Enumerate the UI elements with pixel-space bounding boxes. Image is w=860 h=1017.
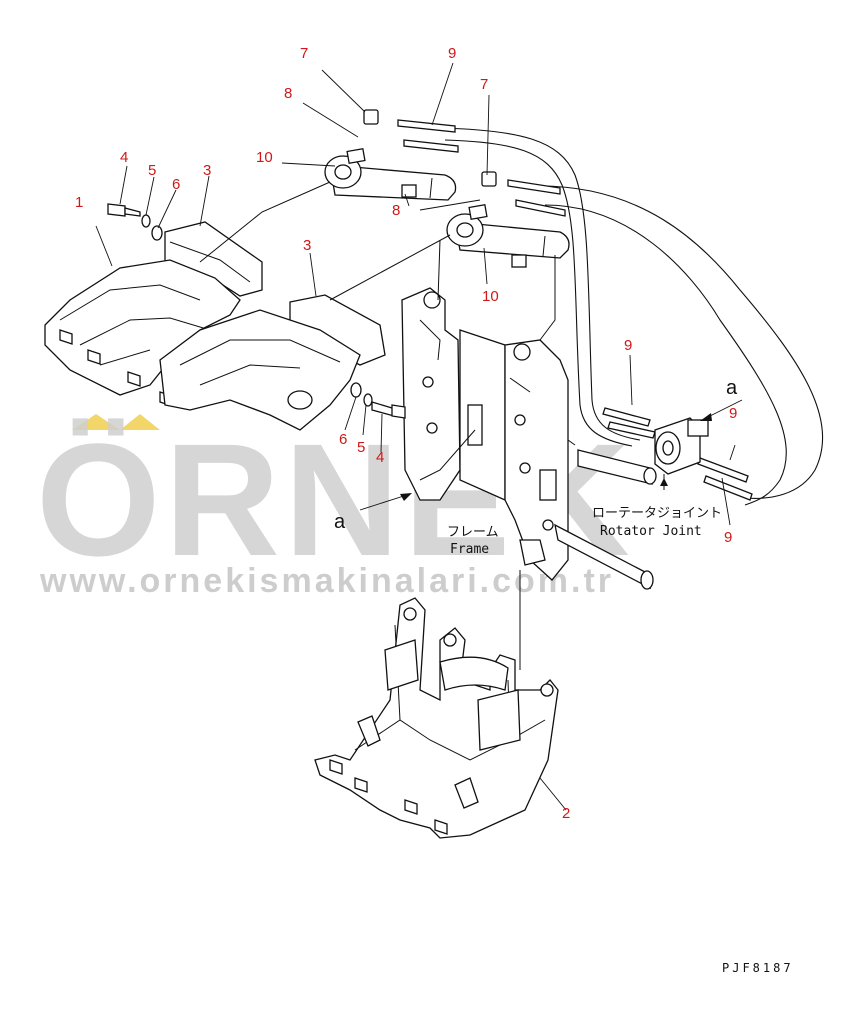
watermark-accent-right xyxy=(120,414,160,430)
callout-8: 8 xyxy=(392,202,400,219)
frame-label-en: Frame xyxy=(450,542,489,557)
watermark-url: www.ornekismakinalari.com.tr xyxy=(39,562,614,600)
hose-fittings xyxy=(363,109,753,501)
labels: a a ローテータジョイント Rotator Joint フレーム Frame … xyxy=(334,377,794,975)
rotator-joint-label-jp: ローテータジョイント xyxy=(592,506,722,521)
callout-7: 7 xyxy=(480,76,488,93)
hydraulic-hoses xyxy=(439,127,824,506)
callout-6: 6 xyxy=(339,431,347,448)
callout-9: 9 xyxy=(624,337,632,354)
pins xyxy=(554,449,657,590)
watermark-accent-left xyxy=(72,414,120,430)
callout-5: 5 xyxy=(148,162,156,179)
frame xyxy=(401,287,569,581)
bolts-washers xyxy=(107,203,406,419)
callout-10: 10 xyxy=(482,288,499,305)
assembly-lines xyxy=(199,181,576,670)
frame-label-jp: フレーム xyxy=(447,525,499,540)
callout-1: 1 xyxy=(75,194,83,211)
callout-9: 9 xyxy=(448,45,456,62)
hydraulic-cylinder-upper xyxy=(324,147,457,201)
callout-9: 9 xyxy=(729,405,737,422)
lower-shoe xyxy=(314,597,559,839)
callout-6: 6 xyxy=(172,176,180,193)
callout-7: 7 xyxy=(300,45,308,62)
rotator-joint xyxy=(654,417,709,490)
callout-8: 8 xyxy=(284,85,292,102)
callout-5: 5 xyxy=(357,439,365,456)
leader-lines xyxy=(95,62,743,811)
view-arrow-label-a: a xyxy=(334,511,346,533)
upper-shoe-assembly xyxy=(44,221,386,431)
callout-4: 4 xyxy=(376,449,384,466)
rotator-joint-label-en: Rotator Joint xyxy=(600,524,702,539)
callout-3: 3 xyxy=(303,237,311,254)
drawing-code: PJF8187 xyxy=(722,961,794,975)
callout-10: 10 xyxy=(256,149,273,166)
callout-2: 2 xyxy=(562,805,570,822)
callout-4: 4 xyxy=(120,149,128,166)
callouts: 7 9 8 7 10 4 5 6 3 1 8 3 10 9 9 6 5 4 9 … xyxy=(75,45,737,822)
callout-9: 9 xyxy=(724,529,732,546)
callout-3: 3 xyxy=(203,162,211,179)
hydraulic-cylinder-lower xyxy=(446,203,570,268)
view-arrow-label-a: a xyxy=(726,377,738,399)
